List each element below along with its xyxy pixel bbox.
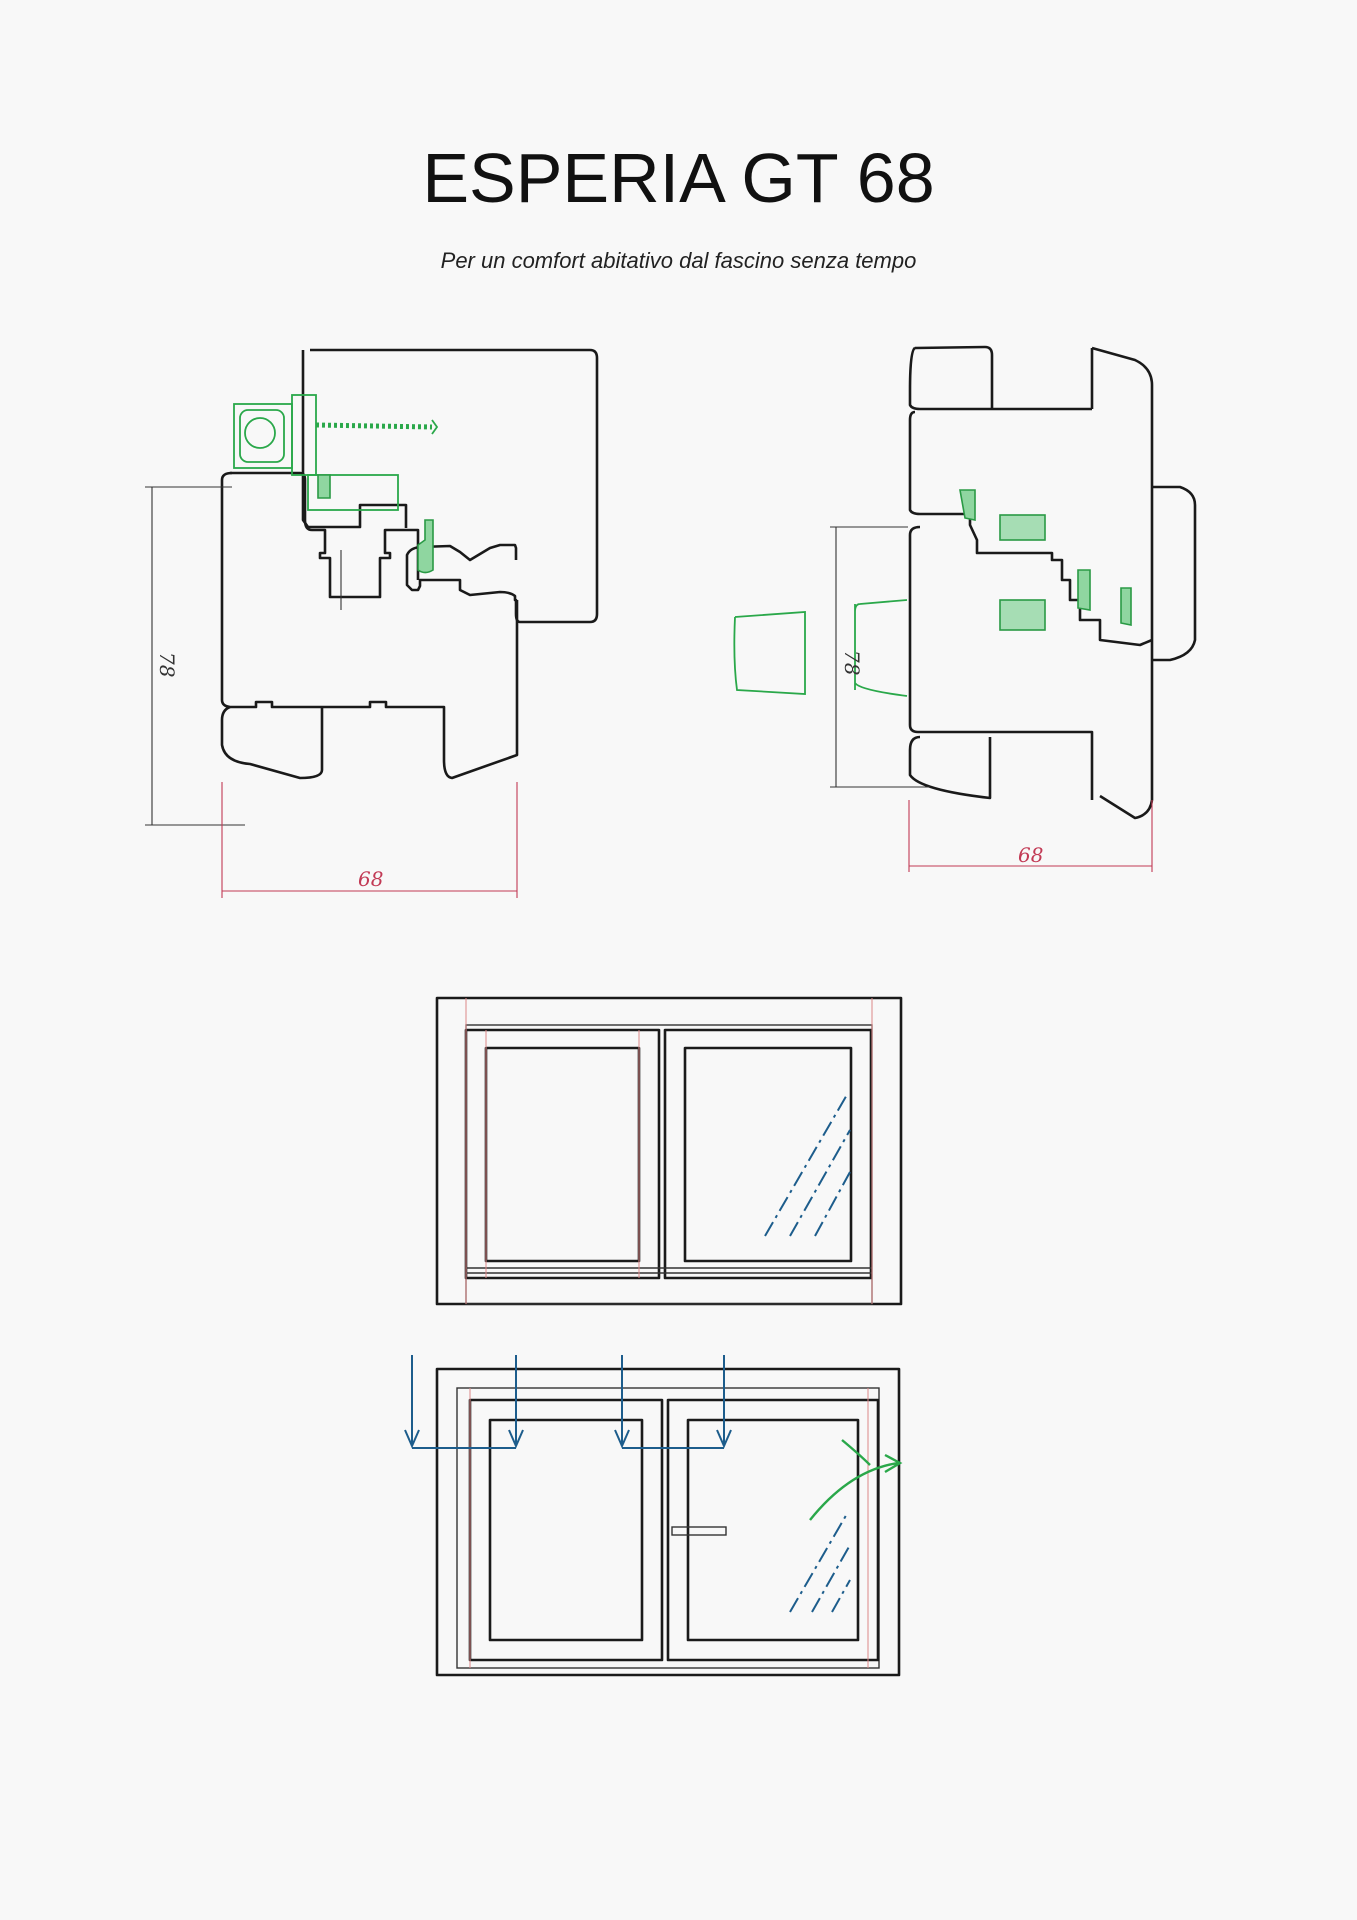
page-title: ESPERIA GT 68 (422, 139, 935, 217)
section-left-drawing: 78 68 (145, 348, 599, 898)
page-subtitle: Per un comfort abitativo dal fascino sen… (440, 248, 917, 273)
left-height-dimension: 78 (155, 652, 179, 677)
right-height-dimension: 78 (840, 650, 864, 675)
window-elevation-opening (404, 1355, 903, 1677)
window-elevation-front (435, 996, 903, 1306)
right-width-dimension: 68 (1018, 843, 1043, 867)
section-right-drawing: 78 68 (733, 345, 1197, 872)
left-width-dimension: 68 (358, 867, 383, 891)
